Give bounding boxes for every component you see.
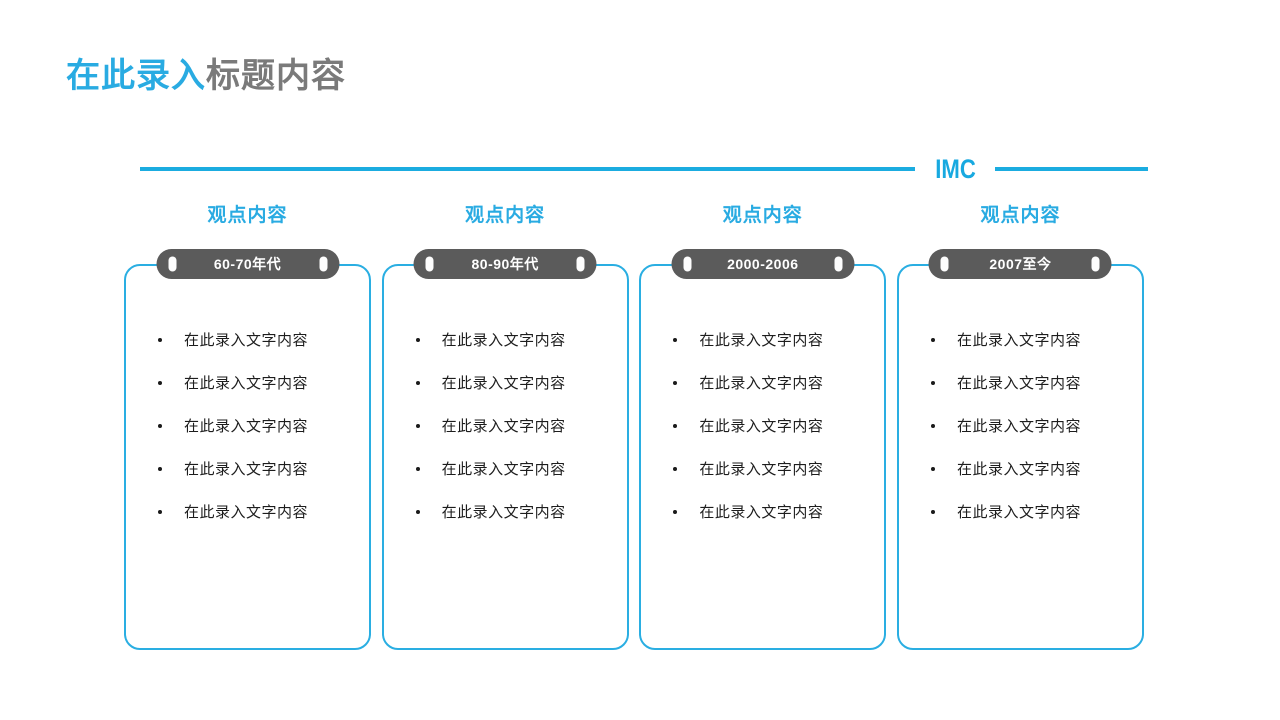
- bullet-dot-icon: [673, 380, 678, 385]
- list-item: 在此录入文字内容: [124, 404, 371, 447]
- list-item: 在此录入文字内容: [897, 447, 1144, 490]
- bullet-dot-icon: [415, 509, 420, 514]
- list-item-label: 在此录入文字内容: [184, 504, 309, 521]
- list-item: 在此录入文字内容: [124, 490, 371, 533]
- column-3: 观点内容 2000-2006 在此录入文字内容 在此录入文字内容 在此录入文: [639, 200, 887, 660]
- pin-right-icon: [834, 256, 843, 272]
- list-item-label: 在此录入文字内容: [699, 504, 824, 521]
- bullet-dot-icon: [158, 466, 162, 471]
- list-item: 在此录入文字内容: [897, 318, 1144, 361]
- bullet-dot-icon: [930, 466, 935, 471]
- bullet-dot-icon: [930, 509, 935, 514]
- divider-line-right: [994, 167, 1148, 171]
- list-item: 在此录入文字内容: [897, 490, 1144, 533]
- list-item-label: 在此录入文字内容: [184, 375, 309, 392]
- bullet-dot-icon: [930, 337, 935, 342]
- pin-left-icon: [683, 256, 692, 272]
- column-3-bullets: 在此录入文字内容 在此录入文字内容 在此录入文字内容 在此录入文字内容 在此录入…: [639, 318, 886, 533]
- divider-line-left: [140, 167, 915, 171]
- list-item-label: 在此录入文字内容: [441, 504, 566, 521]
- list-item: 在此录入文字内容: [639, 404, 886, 447]
- column-2-heading: 观点内容: [465, 205, 546, 226]
- pin-right-icon: [576, 256, 585, 272]
- bullet-dot-icon: [415, 466, 420, 471]
- list-item-label: 在此录入文字内容: [956, 418, 1081, 435]
- list-item-label: 在此录入文字内容: [699, 332, 824, 349]
- bullet-dot-icon: [415, 337, 420, 342]
- list-item-label: 在此录入文字内容: [956, 504, 1081, 521]
- column-3-pill[interactable]: 2000-2006: [671, 249, 855, 279]
- list-item-label: 在此录入文字内容: [699, 375, 824, 392]
- column-2-bullets: 在此录入文字内容 在此录入文字内容 在此录入文字内容 在此录入文字内容 在此录入…: [382, 318, 629, 533]
- list-item: 在此录入文字内容: [382, 318, 629, 361]
- bullet-dot-icon: [158, 423, 162, 428]
- page-title-accent: 在此录入: [66, 57, 206, 95]
- bullet-dot-icon: [415, 380, 420, 385]
- column-1-pill[interactable]: 60-70年代: [156, 249, 339, 279]
- list-item: 在此录入文字内容: [639, 318, 886, 361]
- bullet-dot-icon: [158, 380, 162, 385]
- pin-left-icon: [425, 256, 434, 272]
- pin-right-icon: [319, 256, 327, 272]
- list-item-label: 在此录入文字内容: [441, 332, 566, 349]
- column-2: 观点内容 80-90年代 在此录入文字内容 在此录入文字内容 在此录入文字内: [381, 200, 629, 660]
- list-item: 在此录入文字内容: [897, 361, 1144, 404]
- list-item-label: 在此录入文字内容: [184, 461, 309, 478]
- list-item: 在此录入文字内容: [897, 404, 1144, 447]
- column-1-pill-label: 60-70年代: [213, 256, 282, 272]
- pin-right-icon: [1091, 256, 1100, 272]
- list-item: 在此录入文字内容: [639, 361, 886, 404]
- column-1-heading: 观点内容: [207, 205, 288, 226]
- list-item-label: 在此录入文字内容: [956, 461, 1081, 478]
- column-3-heading: 观点内容: [722, 205, 803, 226]
- column-4-pill[interactable]: 2007至今: [928, 249, 1112, 279]
- column-4: 观点内容 2007至今 在此录入文字内容 在此录入文字内容 在此录入文字内容: [896, 200, 1144, 660]
- divider-label-imc: IMC: [935, 153, 976, 184]
- column-4-bullets: 在此录入文字内容 在此录入文字内容 在此录入文字内容 在此录入文字内容 在此录入…: [897, 318, 1144, 533]
- list-item-label: 在此录入文字内容: [441, 418, 566, 435]
- bullet-dot-icon: [673, 509, 678, 514]
- pin-left-icon: [168, 256, 176, 272]
- columns-container: 观点内容 60-70年代 在此录入文字内容 在此录入文字内容 在此录入文字内: [124, 200, 1144, 660]
- imc-divider: IMC: [140, 152, 1148, 186]
- list-item: 在此录入文字内容: [124, 447, 371, 490]
- bullet-dot-icon: [673, 337, 678, 342]
- list-item: 在此录入文字内容: [382, 361, 629, 404]
- list-item: 在此录入文字内容: [124, 318, 371, 361]
- pin-left-icon: [940, 256, 949, 272]
- list-item-label: 在此录入文字内容: [956, 332, 1081, 349]
- column-4-heading: 观点内容: [980, 205, 1061, 226]
- list-item-label: 在此录入文字内容: [699, 418, 824, 435]
- list-item-label: 在此录入文字内容: [441, 461, 566, 478]
- list-item: 在此录入文字内容: [382, 447, 629, 490]
- column-2-pill-label: 80-90年代: [471, 256, 539, 272]
- list-item-label: 在此录入文字内容: [441, 375, 566, 392]
- column-1-bullets: 在此录入文字内容 在此录入文字内容 在此录入文字内容 在此录入文字内容 在此录入…: [124, 318, 371, 533]
- column-3-pill-label: 2000-2006: [727, 256, 799, 272]
- list-item-label: 在此录入文字内容: [184, 418, 309, 435]
- bullet-dot-icon: [930, 423, 935, 428]
- bullet-dot-icon: [673, 466, 678, 471]
- list-item: 在此录入文字内容: [639, 447, 886, 490]
- bullet-dot-icon: [930, 380, 935, 385]
- bullet-dot-icon: [158, 509, 162, 514]
- list-item: 在此录入文字内容: [382, 404, 629, 447]
- list-item: 在此录入文字内容: [124, 361, 371, 404]
- bullet-dot-icon: [415, 423, 420, 428]
- list-item: 在此录入文字内容: [639, 490, 886, 533]
- list-item: 在此录入文字内容: [382, 490, 629, 533]
- column-2-pill[interactable]: 80-90年代: [413, 249, 597, 279]
- list-item-label: 在此录入文字内容: [184, 332, 309, 349]
- bullet-dot-icon: [673, 423, 678, 428]
- page-title: 在此录入 标题内容: [66, 48, 346, 97]
- list-item-label: 在此录入文字内容: [956, 375, 1081, 392]
- list-item-label: 在此录入文字内容: [699, 461, 824, 478]
- column-1: 观点内容 60-70年代 在此录入文字内容 在此录入文字内容 在此录入文字内: [124, 200, 371, 660]
- bullet-dot-icon: [158, 337, 162, 342]
- page-title-rest: 标题内容: [206, 57, 346, 95]
- column-4-pill-label: 2007至今: [989, 256, 1052, 272]
